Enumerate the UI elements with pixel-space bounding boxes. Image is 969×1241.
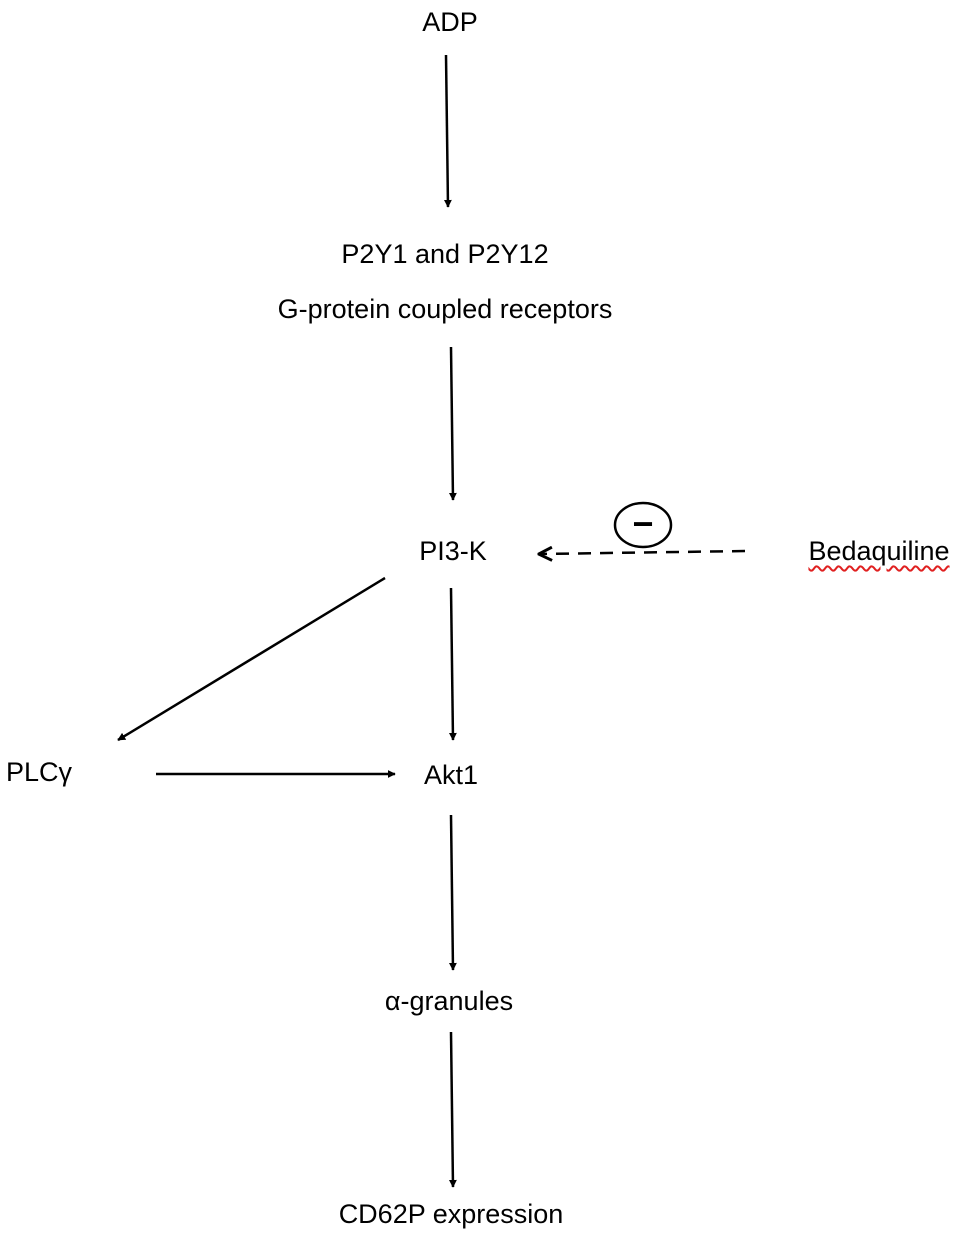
node-plc-gamma: PLCγ: [6, 757, 73, 787]
edge-bedaquiline-to-pi3k: [540, 551, 746, 554]
edge-granules-to-cd62p: [448, 1031, 457, 1188]
node-pi3k: PI3-K: [419, 536, 487, 566]
edge-receptors-to-pi3k: [448, 346, 457, 501]
inhibition-circle: [613, 501, 673, 549]
node-akt1: Akt1: [423, 760, 479, 790]
node-alpha-granules: α-granules: [384, 986, 514, 1016]
edge-pi3k-to-akt1: [448, 587, 457, 741]
node-receptor-line2: G-protein coupled receptors: [277, 294, 613, 324]
node-adp: ADP: [422, 7, 478, 37]
node-bedaquiline: Bedaquiline: [808, 536, 950, 566]
inhibition-minus-symbol: −: [632, 503, 654, 544]
node-cd62p-expression: CD62P expression: [338, 1199, 564, 1229]
node-receptor-line1: P2Y1 and P2Y12: [341, 239, 549, 269]
edge-akt1-to-granules: [448, 814, 457, 971]
edge-pi3k-to-plc: [117, 576, 386, 742]
edge-adp-to-receptors: [443, 54, 452, 208]
